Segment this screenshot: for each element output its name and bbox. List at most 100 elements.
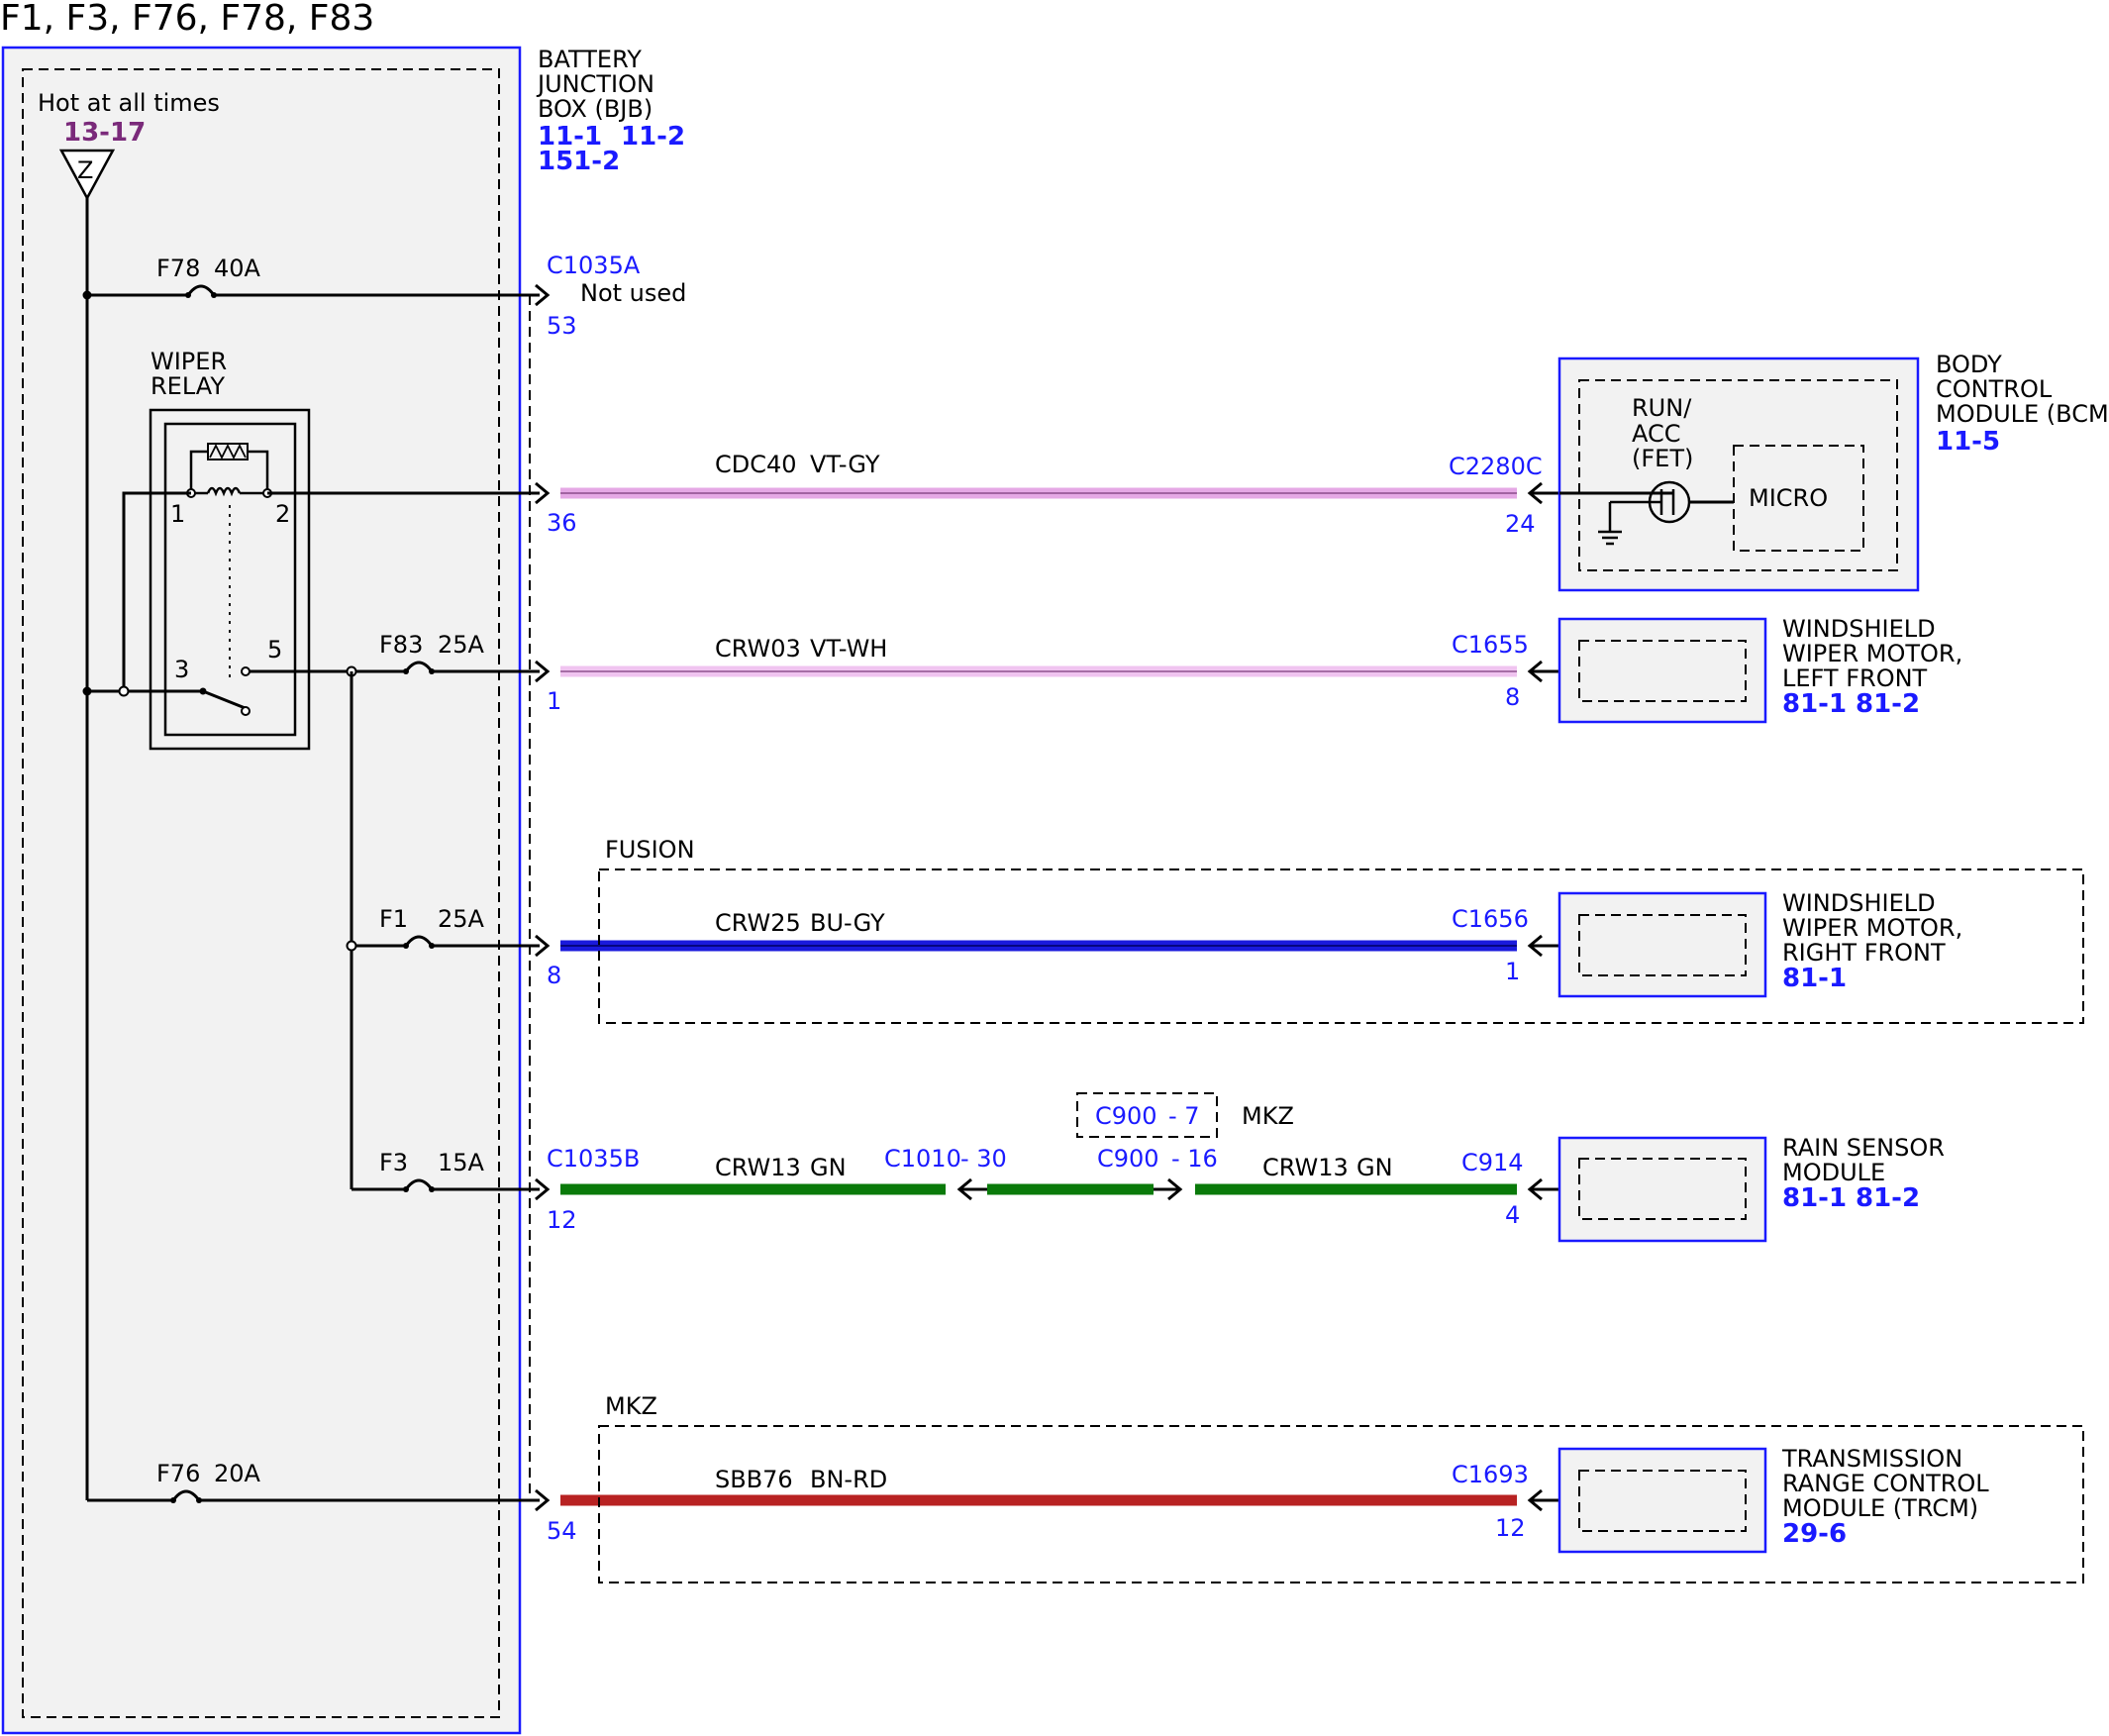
connector-c2280c-arrow	[1527, 481, 1543, 505]
junction-dot	[82, 290, 92, 300]
fuse-f78-name: F78	[156, 255, 200, 282]
bcm-inner-dashed-box	[1578, 379, 1898, 571]
bjb-name-line-3: BOX (BJB)	[538, 95, 653, 123]
connector-arrow	[535, 481, 551, 505]
bcm-inner-line-2: ACC	[1632, 420, 1681, 448]
connector-c1693-pin[interactable]: 12	[1495, 1514, 1526, 1542]
rain-sensor-name-2: MODULE	[1782, 1159, 1885, 1186]
connector-c1010-name[interactable]: C1010	[884, 1145, 961, 1173]
wiper-rf-inner-box	[1578, 914, 1747, 976]
wiper-relay-inner-box	[163, 422, 297, 737]
fuse-terminal	[403, 1186, 409, 1192]
fusion-region-label: FUSION	[605, 836, 695, 864]
bjb-name-line-2: JUNCTION	[536, 70, 654, 98]
connector-c1035a-pin-1[interactable]: 1	[547, 687, 561, 715]
rain-sensor-ref-81-2[interactable]: 81-2	[1856, 1183, 1920, 1213]
wiper-rf-name-2: WIPER MOTOR,	[1782, 914, 1962, 942]
fuse-f1-rating: 25A	[438, 905, 485, 933]
bcm-ref[interactable]: 11-5	[1936, 427, 2000, 457]
trcm-ref-29-6[interactable]: 29-6	[1782, 1519, 1847, 1549]
connector-c1655-name[interactable]: C1655	[1452, 631, 1529, 659]
bcm-name-line-3: MODULE (BCM)	[1936, 400, 2109, 428]
bjb-ref-11-2[interactable]: 11-2	[621, 122, 685, 152]
connector-c1010-pin: - 30	[960, 1145, 1007, 1173]
connector-c1035a-pin-36[interactable]: 36	[547, 509, 577, 537]
connector-c1035a-pin-54[interactable]: 54	[547, 1517, 577, 1545]
connector-arrow	[535, 660, 551, 683]
connector-c914-pin[interactable]: 4	[1505, 1201, 1520, 1229]
connector-c914-arrow	[1527, 1177, 1543, 1201]
wiper-rf-module-box	[1557, 891, 1767, 998]
connector-c900-alt-name[interactable]: C900	[1095, 1102, 1157, 1130]
wiper-relay-outer-box	[149, 408, 311, 751]
relay-pin-2-label: 2	[275, 500, 290, 528]
relay-pin-5-contact	[241, 666, 251, 676]
mkz-region-label: MKZ	[605, 1392, 657, 1420]
fuse-f76-rating: 20A	[214, 1460, 261, 1487]
connector-c1035b-name[interactable]: C1035B	[547, 1145, 640, 1173]
wiper-lf-module-box	[1557, 617, 1767, 724]
fuse-f3-rating: 15A	[438, 1149, 485, 1176]
fuse-f83-name: F83	[379, 631, 423, 659]
connector-c1035a-pin-8[interactable]: 8	[547, 962, 561, 989]
connector-c900-pin: - 16	[1171, 1145, 1218, 1173]
relay-switch-blade	[202, 689, 249, 711]
wire-crw03-color: VT-WH	[810, 635, 887, 663]
fuse-f76-name: F76	[156, 1460, 200, 1487]
fuse-terminal	[211, 292, 217, 298]
connector-c1656-name[interactable]: C1656	[1452, 905, 1529, 933]
connector-c900-alt-pin: - 7	[1168, 1102, 1200, 1130]
junction-dot	[346, 940, 357, 952]
connector-c1035a-name[interactable]: C1035A	[547, 252, 641, 279]
c900-alt-dashed-box	[1076, 1092, 1218, 1138]
relay-pin-1-feed	[122, 491, 191, 691]
wire-crw25-color: BU-GY	[810, 909, 885, 937]
bjb-ref-11-1[interactable]: 11-1	[538, 122, 602, 152]
fuse-terminal	[403, 668, 409, 674]
wiper-rf-ref-81-1[interactable]: 81-1	[1782, 964, 1847, 993]
wire-crw03-circuit: CRW03	[715, 635, 801, 663]
fuse-f78-rating: 40A	[214, 255, 261, 282]
wire-crw13-circuit: CRW13	[715, 1154, 801, 1181]
power-source-letter: Z	[77, 156, 93, 184]
connector-c1035a-pin-53[interactable]: 53	[547, 312, 577, 340]
connector-c2280c-name[interactable]: C2280C	[1449, 453, 1543, 480]
wiper-lf-ref-81-1[interactable]: 81-1	[1782, 689, 1847, 719]
bjb-inner-dashed-box	[22, 68, 500, 1718]
fuse-terminal	[429, 1186, 435, 1192]
connector-c1035b-pin-12[interactable]: 12	[547, 1206, 577, 1234]
connector-c1693-name[interactable]: C1693	[1452, 1461, 1529, 1488]
wiper-lf-inner-box	[1578, 640, 1747, 702]
hot-ref-link[interactable]: 13-17	[63, 118, 146, 148]
rain-sensor-ref-81-1[interactable]: 81-1	[1782, 1183, 1847, 1213]
wire-crw13-circuit-2: CRW13	[1262, 1154, 1349, 1181]
fuse-terminal	[170, 1497, 176, 1503]
relay-coil-lead-left	[189, 450, 208, 493]
connector-c1655-pin[interactable]: 8	[1505, 683, 1520, 711]
wiper-lf-ref-81-2[interactable]: 81-2	[1856, 689, 1920, 719]
connector-c1693-arrow	[1527, 1488, 1543, 1512]
connector-arrow	[535, 283, 551, 307]
bcm-name-line-1: BODY	[1936, 351, 2002, 378]
relay-coil-lead-right	[248, 450, 269, 493]
fuse-f83-symbol	[404, 661, 434, 672]
fuse-f3-name: F3	[379, 1149, 408, 1176]
fuse-terminal	[429, 668, 435, 674]
connector-c914-name[interactable]: C914	[1461, 1149, 1524, 1176]
connector-c1655-arrow	[1527, 660, 1543, 683]
fuse-f83-rating: 25A	[438, 631, 485, 659]
wire-cdc40-circuit: CDC40	[715, 451, 797, 478]
connector-c900-name[interactable]: C900	[1097, 1145, 1159, 1173]
bcm-name-line-2: CONTROL	[1936, 375, 2053, 403]
rain-sensor-inner-box	[1578, 1158, 1747, 1220]
connector-arrow	[535, 1177, 551, 1201]
trcm-name-2: RANGE CONTROL	[1782, 1470, 1989, 1497]
wiper-rf-name-3: RIGHT FRONT	[1782, 939, 1946, 967]
bjb-name-line-1: BATTERY	[538, 46, 642, 73]
fuse-f76-symbol	[171, 1489, 201, 1501]
bjb-ref-151-2[interactable]: 151-2	[538, 147, 620, 176]
connector-c1656-pin[interactable]: 1	[1505, 958, 1520, 985]
relay-pin-1-label: 1	[170, 500, 185, 528]
connector-c2280c-pin[interactable]: 24	[1505, 510, 1536, 538]
